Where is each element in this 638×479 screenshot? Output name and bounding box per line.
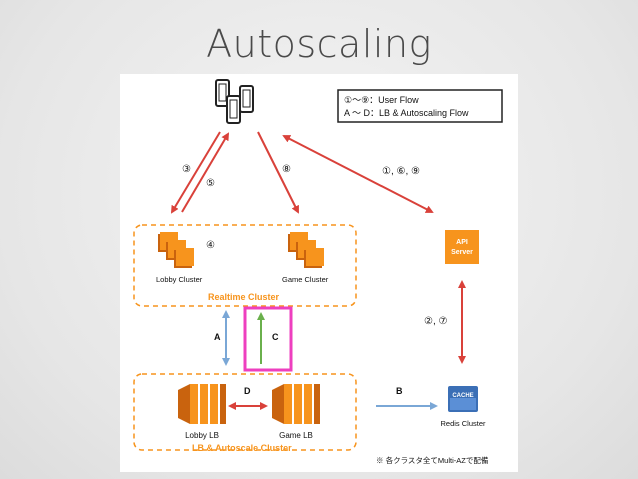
architecture-diagram: ①〜⑨：User Flow A 〜 D：LB & Autoscaling Flo…	[120, 74, 518, 472]
game-lb-icon	[272, 384, 320, 424]
label-step-5: ⑤	[206, 178, 215, 189]
label-flow-a: A	[214, 332, 221, 342]
label-step-4: ④	[206, 240, 215, 251]
label-flow-b: B	[396, 386, 403, 396]
slide-title: Autoscaling	[206, 22, 432, 66]
lobby-lb-icon	[178, 384, 226, 424]
label-step-8: ⑧	[282, 164, 291, 175]
api-server-label-1: API	[456, 239, 468, 246]
label-step-3: ③	[182, 164, 191, 175]
redis-cache-icon	[448, 386, 478, 412]
lb-autoscale-cluster-label: LB & Autoscale Cluster	[192, 443, 292, 453]
cache-label: CACHE	[452, 393, 473, 399]
realtime-cluster-label: Realtime Cluster	[208, 292, 280, 302]
api-server-icon	[445, 230, 479, 264]
arrow-step-1-6-9	[282, 135, 434, 213]
arrow-step-3	[170, 131, 221, 214]
label-step-1-6-9: ①, ⑥, ⑨	[382, 166, 420, 177]
label-flow-c: C	[272, 332, 279, 342]
arrow-step-8	[257, 131, 299, 214]
legend-box	[337, 89, 503, 123]
arrow-step-5	[181, 132, 230, 213]
game-cluster-label: Game Cluster	[282, 275, 329, 284]
label-flow-d: D	[244, 386, 251, 396]
game-cluster-icon	[288, 232, 324, 268]
label-step-2-7: ②, ⑦	[424, 316, 448, 327]
lb-autoscale-cluster-box	[133, 373, 357, 451]
smartphones-icon	[215, 79, 254, 124]
api-server-label-2: Server	[451, 249, 473, 256]
legend-user-flow: ①〜⑨：User Flow	[344, 95, 419, 105]
realtime-cluster-box	[133, 224, 357, 307]
game-lb-label: Game LB	[279, 431, 313, 440]
redis-cluster-label: Redis Cluster	[440, 419, 486, 428]
footnote: ※ 各クラスタ全てMulti-AZで配備	[376, 455, 489, 465]
lobby-cluster-icon	[158, 232, 194, 268]
lobby-cluster-label: Lobby Cluster	[156, 275, 203, 284]
highlight-box-flow-c	[243, 306, 293, 372]
lobby-lb-label: Lobby LB	[185, 431, 219, 440]
legend-lb-flow: A 〜 D：LB & Autoscaling Flow	[344, 108, 469, 118]
